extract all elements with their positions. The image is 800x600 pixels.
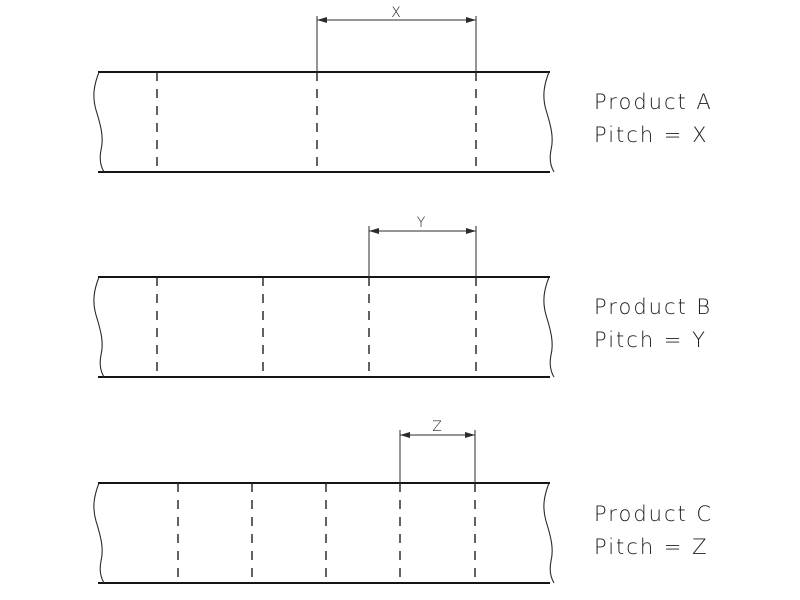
product-a-left-break-edge	[93, 71, 105, 173]
product-c-dimension-label: Z	[432, 419, 442, 435]
product-a-right-break-edge	[543, 71, 555, 173]
product-b-arrow-right-icon	[466, 228, 476, 234]
product-b-dimension-label: Y	[417, 215, 426, 231]
product-b-arrow-left-icon	[369, 228, 379, 234]
product-b-pitch-text: Pitch = Y	[594, 328, 707, 352]
product-a-dimension-label: X	[391, 5, 401, 21]
product-c-name: Product C	[594, 502, 713, 526]
product-b-strip	[93, 276, 555, 378]
product-a-strip	[93, 71, 555, 173]
product-a-name: Product A	[594, 90, 713, 114]
product-a-pitch-text: Pitch = X	[594, 123, 708, 147]
product-c-strip	[93, 482, 555, 584]
product-a-arrow-left-icon	[317, 17, 327, 23]
product-c-pitch-text: Pitch = Z	[594, 535, 708, 559]
product-b-pitch-dimension: Y	[368, 215, 477, 277]
product-c-arrow-left-icon	[400, 432, 410, 438]
product-c-left-break-edge	[93, 482, 105, 584]
product-c-right-break-edge	[543, 482, 555, 584]
product-b-right-break-edge	[543, 276, 555, 378]
product-c-pitch-dimension: Z	[399, 419, 476, 483]
product-a-arrow-right-icon	[466, 17, 476, 23]
product-b-name: Product B	[594, 295, 712, 319]
product-c-legend: Product C Pitch = Z	[594, 502, 713, 559]
product-a-legend: Product A Pitch = X	[594, 90, 713, 147]
product-c-arrow-right-icon	[465, 432, 475, 438]
product-b-legend: Product B Pitch = Y	[594, 295, 712, 352]
product-b-left-break-edge	[93, 276, 105, 378]
product-a-pitch-dimension: X	[316, 5, 477, 72]
